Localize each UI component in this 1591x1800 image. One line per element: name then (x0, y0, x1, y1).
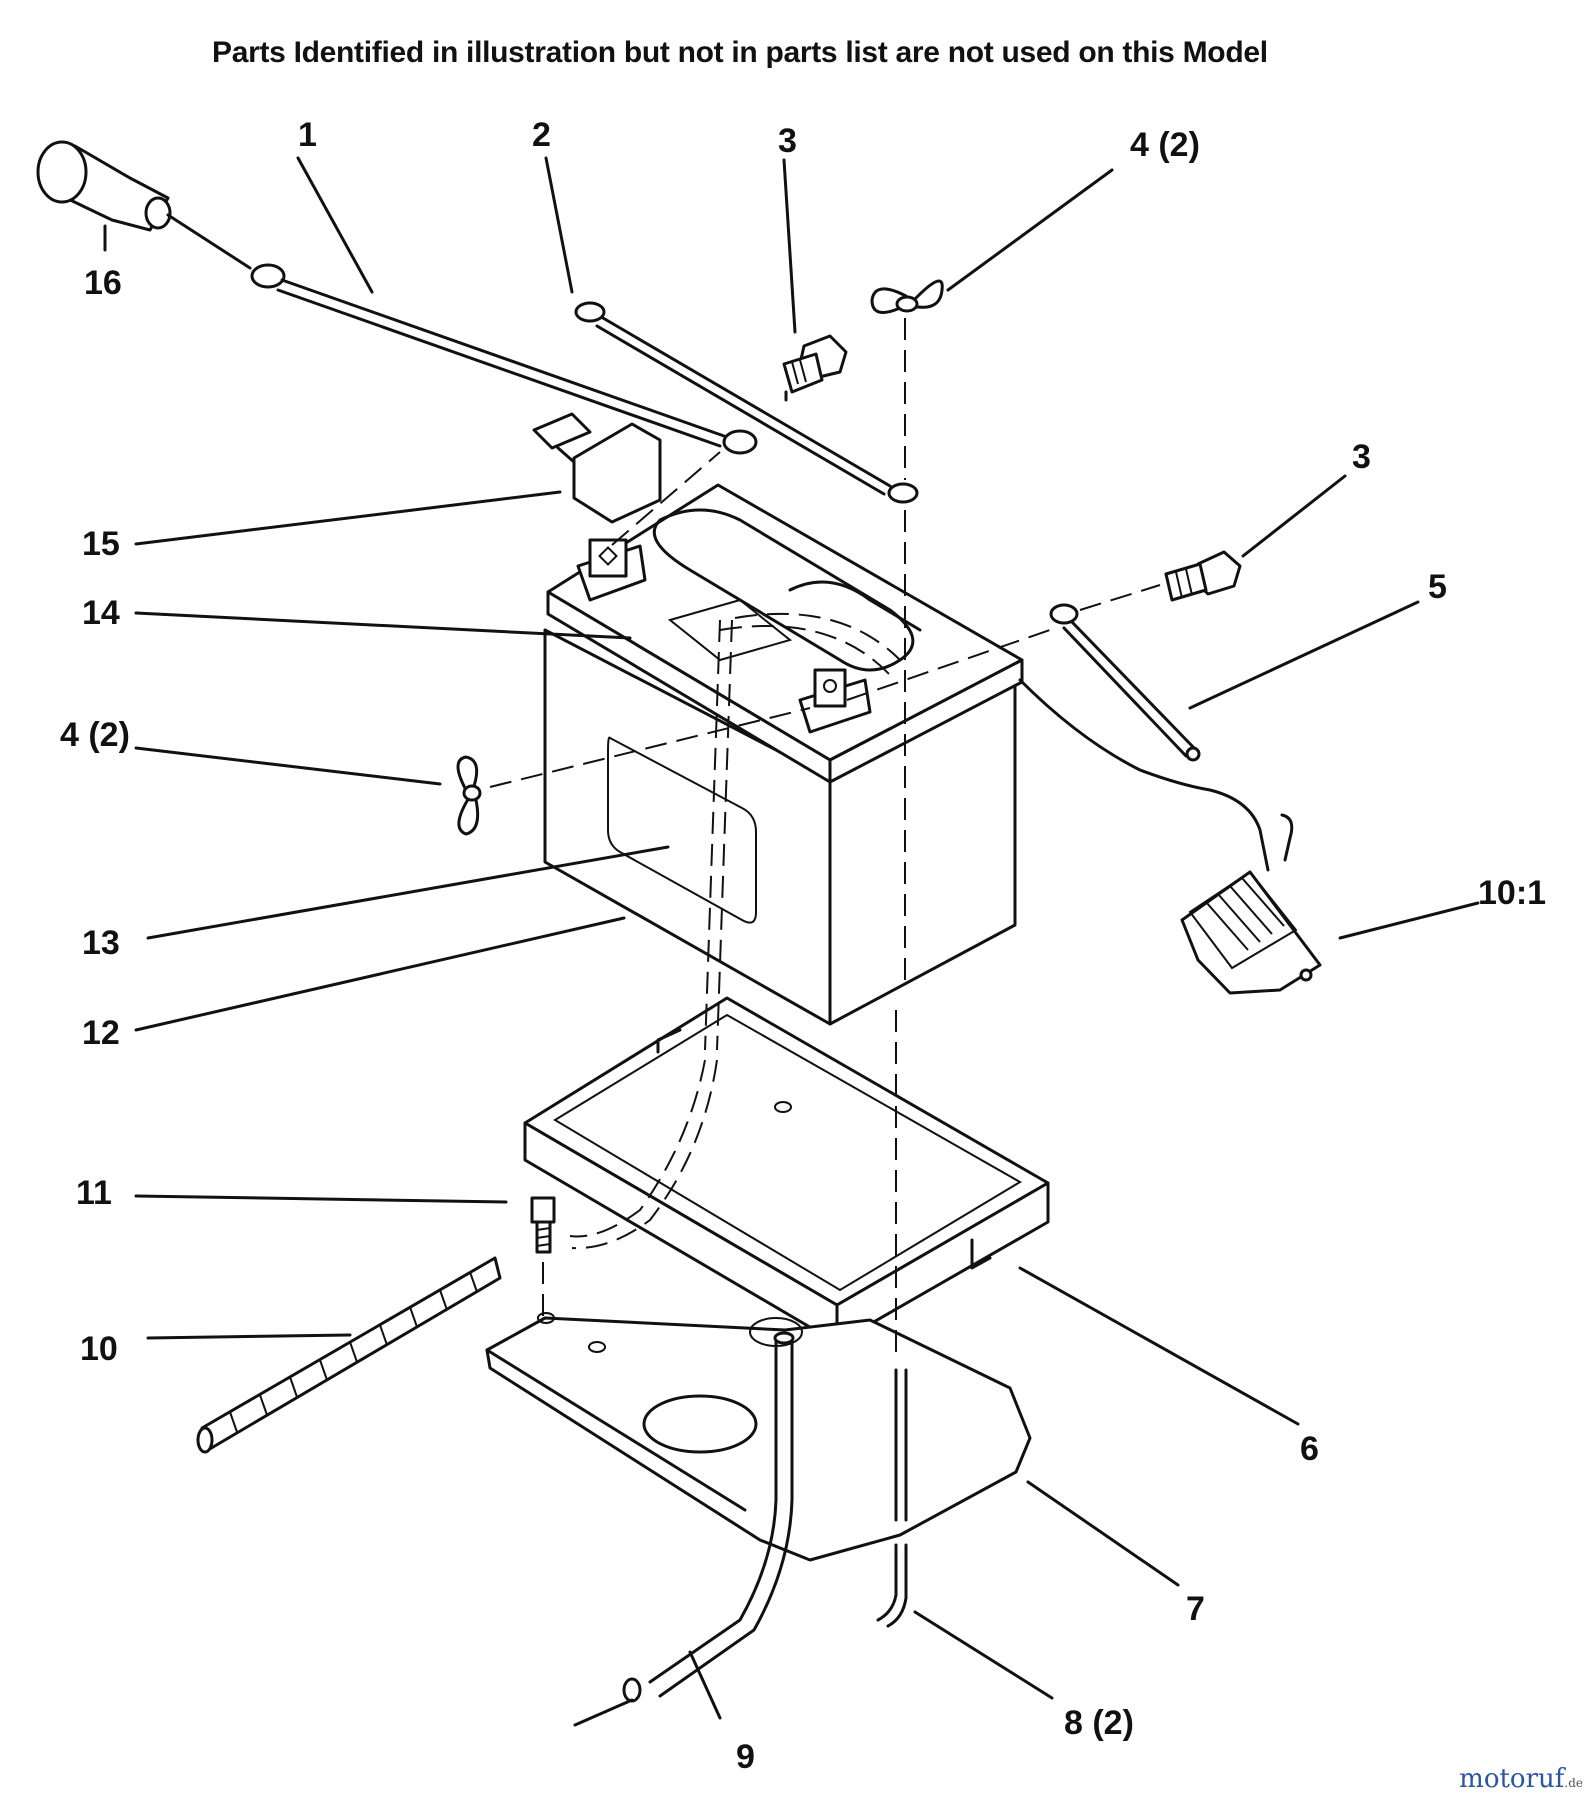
watermark: motoruf.de (1459, 1764, 1583, 1794)
ground-strap (574, 301, 919, 504)
assembly-lines (489, 318, 1161, 1360)
callout-labels: 16 1 2 3 4 (2) 3 5 10:1 15 14 4 (2) 13 1… (60, 116, 1546, 1776)
callout-13: 13 (82, 924, 120, 962)
tray-bolt (530, 1196, 556, 1318)
callout-2: 2 (532, 116, 551, 154)
wire-harness (1018, 678, 1322, 995)
negative-cable (1049, 603, 1201, 762)
terminal-bolt-right (1164, 550, 1242, 602)
terminal-boot (532, 412, 662, 524)
callout-4-left: 4 (2) (60, 716, 130, 754)
mounting-plate (485, 1312, 1032, 1562)
callout-10: 10 (80, 1330, 118, 1368)
callout-15: 15 (82, 525, 120, 563)
callout-9: 9 (736, 1738, 755, 1776)
callout-1: 1 (298, 116, 317, 154)
leader-lines (103, 156, 1480, 1720)
wing-nut-top (870, 279, 944, 314)
callout-4-top: 4 (2) (1130, 126, 1200, 164)
hold-down-rod (876, 1368, 908, 1628)
watermark-brand: motoruf (1459, 1764, 1565, 1794)
callout-6: 6 (1300, 1430, 1319, 1468)
battery (543, 483, 1024, 1026)
terminal-bolt-top (782, 334, 848, 402)
positive-cable (250, 263, 758, 455)
callout-7: 7 (1186, 1590, 1205, 1628)
wing-nut-left (456, 755, 482, 836)
callout-12: 12 (82, 1014, 120, 1052)
diagram-note: Parts Identified in illustration but not… (212, 36, 1268, 69)
vent-tube (573, 1331, 795, 1727)
callout-14: 14 (82, 594, 120, 632)
callout-5: 5 (1428, 568, 1447, 606)
callout-10-1: 10:1 (1478, 874, 1546, 912)
battery-decal (607, 736, 757, 924)
split-loom (196, 1256, 502, 1454)
callout-3-right: 3 (1352, 438, 1371, 476)
watermark-suffix: .de (1564, 1776, 1583, 1790)
callout-3-top: 3 (778, 122, 797, 160)
callout-16: 16 (84, 264, 122, 302)
callout-8: 8 (2) (1064, 1704, 1134, 1742)
callout-11: 11 (76, 1174, 112, 1212)
battery-tray (523, 996, 1050, 1345)
terminal-cover (36, 140, 252, 270)
